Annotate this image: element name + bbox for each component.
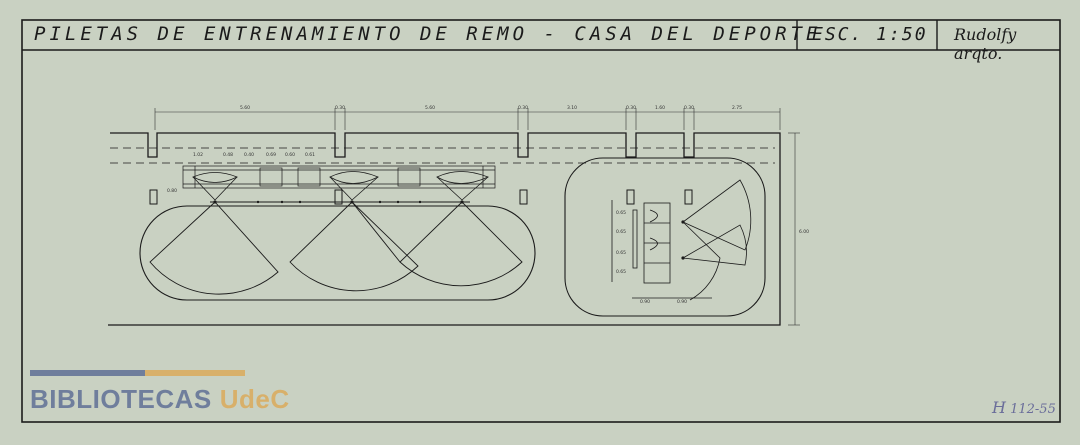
dim-top-1: 5.60 bbox=[240, 105, 250, 111]
archive-mark: H 112-55 bbox=[992, 398, 1056, 417]
watermark-part1: BIBLIOTECAS bbox=[30, 384, 212, 414]
right-dimension-line bbox=[788, 132, 800, 326]
top-dimension-line bbox=[154, 108, 781, 130]
watermark-bar-gold bbox=[145, 370, 245, 376]
columns bbox=[149, 189, 693, 205]
right-room bbox=[564, 157, 766, 317]
dim-top-6: 0.30 bbox=[626, 105, 636, 111]
dim-left-small: 0.80 bbox=[167, 188, 177, 194]
dim-inner-3: 0.40 bbox=[244, 152, 254, 158]
drawing-title: PILETAS DE ENTRENAMIENTO DE REMO - CASA … bbox=[34, 23, 822, 45]
dim-top-9: 2.75 bbox=[732, 105, 742, 111]
archive-number: 112-55 bbox=[1010, 402, 1056, 417]
dim-rp-b1: 0.90 bbox=[640, 299, 650, 305]
inner-dimension-labels: 1.02 0.48 0.40 0.69 0.60 0.61 0.80 bbox=[167, 152, 315, 194]
title-block: PILETAS DE ENTRENAMIENTO DE REMO - CASA … bbox=[22, 20, 1060, 63]
architect-signature: Rudolfy arqto. bbox=[954, 25, 1017, 63]
top-wall-outline bbox=[108, 132, 781, 326]
top-dimension-labels: 5.60 0.30 5.60 0.30 3.10 0.30 1.60 0.30 … bbox=[240, 105, 742, 111]
outer-border bbox=[21, 19, 1061, 423]
rowing-platform bbox=[182, 165, 496, 189]
right-pool-dimension-labels: 0.65 0.65 0.65 0.65 0.90 0.90 bbox=[616, 210, 687, 305]
oar-sweeps-upper bbox=[192, 171, 490, 201]
dim-top-7: 1.60 bbox=[655, 105, 665, 111]
dim-rp-2: 0.65 bbox=[616, 229, 626, 235]
left-pool bbox=[139, 205, 536, 301]
dim-top-3: 5.60 bbox=[425, 105, 435, 111]
right-pool-dots bbox=[681, 220, 685, 260]
dim-top-8: 0.30 bbox=[684, 105, 694, 111]
oar-sectors-pool bbox=[149, 201, 523, 295]
dim-top-2: 0.30 bbox=[335, 105, 345, 111]
right-pool-fixtures bbox=[611, 179, 752, 301]
dim-inner-1: 1.02 bbox=[193, 152, 203, 158]
dim-inner-2: 0.48 bbox=[223, 152, 233, 158]
dim-rp-b2: 0.90 bbox=[677, 299, 687, 305]
dim-top-5: 3.10 bbox=[567, 105, 577, 111]
dim-inner-6: 0.61 bbox=[305, 152, 315, 158]
dim-rp-1: 0.65 bbox=[616, 210, 626, 216]
dim-inner-4: 0.69 bbox=[266, 152, 276, 158]
drawing-scale: ESC. 1:50 bbox=[812, 24, 928, 45]
archive-prefix: H bbox=[992, 398, 1006, 417]
dim-inner-5: 0.60 bbox=[285, 152, 295, 158]
dim-rp-3: 0.65 bbox=[616, 250, 626, 256]
dim-right-total: 6.00 bbox=[799, 229, 809, 235]
watermark-bar-blue bbox=[30, 370, 145, 376]
dim-top-4: 0.30 bbox=[518, 105, 528, 111]
watermark-part2: UdeC bbox=[219, 384, 290, 414]
dim-rp-4: 0.65 bbox=[616, 269, 626, 275]
